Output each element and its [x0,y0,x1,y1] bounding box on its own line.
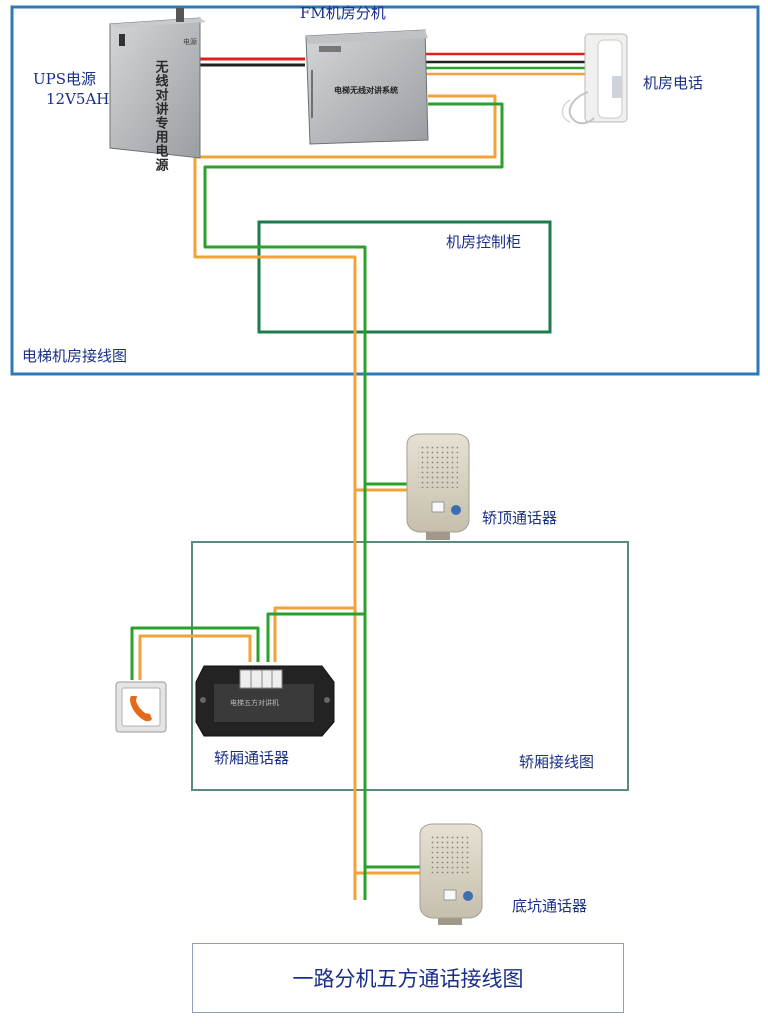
machine-room-caption: 电梯机房接线图 [22,347,128,365]
ups-label-line2: 12V5AH [46,90,110,108]
ups-label-line1: UPS电源 [33,70,97,88]
ups-badge-text: 电源 [183,37,197,46]
power-wires [200,57,305,67]
car-top-intercom-icon [406,433,470,540]
machine-room-frame [10,5,760,376]
car-caption: 轿厢接线图 [519,753,595,771]
pit-intercom-icon [419,823,483,925]
alarm-phone-button-icon [115,681,167,733]
car-intercom-unit-icon: 电梯五方对讲机 [195,665,335,737]
phone-wires [425,52,590,76]
diagram-title-text: 一路分机五方通话接线图 [292,967,524,991]
telephone-icon [561,33,628,125]
ups-power-icon: 无线对讲专用电源 电源 [109,8,206,172]
fm-box-text: 电梯无线对讲系统 [334,85,398,95]
car-top-intercom-label: 轿顶通话器 [482,509,558,527]
control-cabinet-box [257,220,552,334]
machine-phone-label: 机房电话 [643,74,704,92]
alarm-button-wires [130,626,260,680]
control-cabinet-label: 机房控制柜 [446,233,522,251]
car-intercom-label: 轿厢通话器 [214,749,290,767]
car-unit-text: 电梯五方对讲机 [230,698,279,707]
diagram-title: 一路分机五方通话接线图 [192,943,624,1013]
fm-unit-label: FM机房分机 [300,4,386,22]
pit-intercom-label: 底坑通话器 [512,897,588,915]
fm-unit-icon: 电梯无线对讲系统 [305,29,429,145]
ups-box-text: 无线对讲专用电源 [153,60,170,172]
car-frame [191,541,629,791]
trunk-wire-green [203,102,504,900]
